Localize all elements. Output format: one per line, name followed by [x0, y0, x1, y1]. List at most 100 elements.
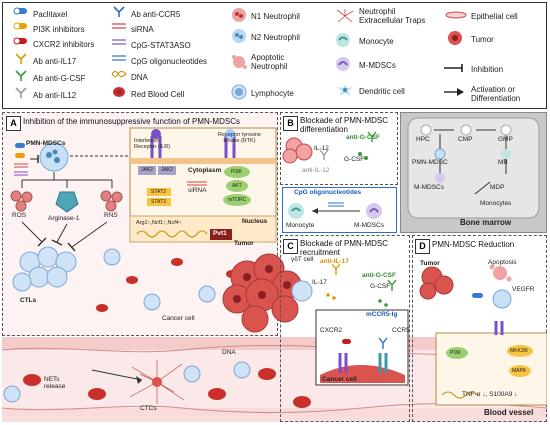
figure-area: A Inhibition of the immunosuppressive fu… — [2, 112, 547, 422]
red-blood-cell-icon — [113, 87, 125, 97]
apoptosis-label: Apoptosis — [488, 259, 517, 266]
anti-il17-label: anti-IL-17 — [320, 258, 349, 265]
panel-c-drawing — [291, 263, 409, 386]
gmp-label: GMP — [498, 136, 513, 143]
cancer-cell-label-c: Cancer cell — [322, 376, 357, 383]
sirna-icon — [112, 23, 126, 29]
output-label: TNF-α ↓, S100A9 ↓ — [462, 391, 518, 398]
pi3k-label: PI3K — [231, 169, 242, 175]
apoptotic-neutrophil-icon — [232, 55, 247, 69]
mccr5-ig-label: mCCR5-Ig — [366, 311, 398, 318]
legend-dna: DNA — [111, 71, 148, 82]
legend: Paclitaxel PI3K inhibitors CXCR2 inhibit… — [2, 2, 547, 109]
antibody-il12-icon — [15, 87, 27, 98]
legend-ccr5: Ab anti-CCR5 — [113, 6, 180, 19]
antibody-gcsf-icon — [15, 70, 27, 81]
blood-vessel-label: Blood vessel — [484, 408, 534, 417]
mkk-label: MKK3/6 — [510, 348, 528, 354]
anti-gcsf-label-b: anti-G-CSF — [346, 134, 380, 141]
cxcr2-inhibitor-icon — [13, 37, 27, 45]
m-mdscs-marrow-label: M-MDSCs — [414, 184, 444, 191]
il12-label-b: IL-12 — [314, 145, 329, 152]
tumor-label-d: Tumor — [420, 260, 440, 267]
legend-il12: Ab anti-IL12 — [15, 87, 76, 100]
hpc-label: HPC — [416, 136, 430, 143]
paclitaxel-icon — [13, 7, 27, 15]
monocyte-icon — [336, 33, 350, 47]
legend-il17: Ab anti-IL17 — [15, 53, 76, 66]
pmn-mdsc-label-b: PMN-MDSC — [412, 159, 448, 166]
ros-label: ROS — [12, 212, 27, 219]
epithelial-cell-icon — [445, 11, 467, 19]
panel-d-label: D — [415, 239, 430, 254]
legend-paclitaxel: Paclitaxel — [13, 7, 67, 19]
activation-arrow-icon — [444, 88, 464, 96]
tumor-label: Tumor — [234, 240, 254, 247]
akt-label: AKT — [232, 183, 242, 189]
pmn-mdsc-label: PMN-MDSCs — [26, 140, 66, 147]
cpg-oligo-icon — [112, 55, 126, 61]
panel-b-label: B — [283, 116, 298, 131]
antibody-ccr5-icon — [113, 6, 125, 17]
legend-dendritic: Dendritic cell — [337, 84, 405, 96]
legend-mmdsc: M-MDSCs — [336, 57, 396, 71]
cxcr2-label: CXCR2 — [320, 327, 343, 334]
sirna-label: siRNA — [188, 187, 207, 194]
rns-label: RNS — [104, 212, 118, 219]
panel-d-drawing — [419, 264, 547, 406]
cmp-label: CMP — [458, 136, 473, 143]
monocyte-label-b: Monocyte — [286, 222, 315, 229]
n2-neutrophil-icon — [232, 29, 246, 43]
monocytes-label: Monocytes — [480, 200, 512, 207]
nets-drawing — [3, 360, 511, 408]
arginase-label: Arginase-1 — [48, 215, 80, 222]
legend-cpg-oligo: CpG oligonucleotides — [112, 55, 207, 66]
panel-a-drawing — [10, 127, 277, 312]
bone-marrow-drawing — [407, 117, 540, 219]
mdp-label: MDP — [490, 184, 505, 191]
legend-pi3k: PI3K inhibitors — [13, 22, 85, 34]
legend-gcsf: Ab anti-G-CSF — [15, 70, 85, 83]
cancer-cell-label: Cancer cell — [162, 315, 195, 322]
inhibition-icon — [444, 64, 463, 72]
m-mdscs-label-b: M-MDSCs — [354, 222, 384, 229]
tumor-icon — [448, 31, 462, 45]
legend-monocyte: Monocyte — [336, 33, 394, 47]
panel-b-drawing — [282, 131, 377, 164]
legend-rbc: Red Blood Cell — [113, 87, 184, 99]
mapk-label: MAPK — [512, 368, 527, 374]
panel-c — [280, 235, 410, 422]
anti-gcsf-label-c: anti-G-CSF — [362, 272, 396, 279]
cpg-drawing — [288, 202, 382, 219]
mb-label: MB — [498, 159, 508, 166]
dna-label: DNA — [222, 349, 236, 356]
antibody-il17-icon — [15, 53, 27, 64]
pi3k-label-d: PI3K — [450, 350, 461, 356]
legend-cxcr2: CXCR2 inhibitors — [13, 37, 94, 49]
jak-label-1: JAK2 — [141, 167, 153, 173]
genes-label: Arg1↑,Ncf1↑,Ncf4↑ — [136, 220, 182, 226]
ctls-label: CTLs — [20, 297, 37, 304]
nets-icon — [336, 9, 354, 23]
cytoplasm-label: Cytoplasm — [188, 167, 222, 174]
gcsf-label-c: G-CSF — [370, 283, 391, 290]
legend-n1: N1 Neutrophil — [232, 8, 300, 22]
cpg-label: CpG oligonucleotides — [294, 189, 362, 196]
stat3-label-2: STAT3 — [151, 199, 166, 205]
pi3k-inhibitor-icon — [13, 22, 27, 30]
gdt-cell-label: γδT cell — [291, 256, 314, 263]
cpg-stat3aso-icon — [112, 39, 126, 45]
legend-epithelial: Epithelial cell — [445, 11, 518, 21]
ctcs-label: CTCs — [140, 405, 157, 412]
n1-neutrophil-icon — [232, 8, 246, 22]
lymphocyte-icon — [231, 84, 247, 100]
legend-n2: N2 Neutrophil — [232, 29, 300, 43]
anti-il12-label-b: anti-IL-12 — [302, 167, 330, 174]
